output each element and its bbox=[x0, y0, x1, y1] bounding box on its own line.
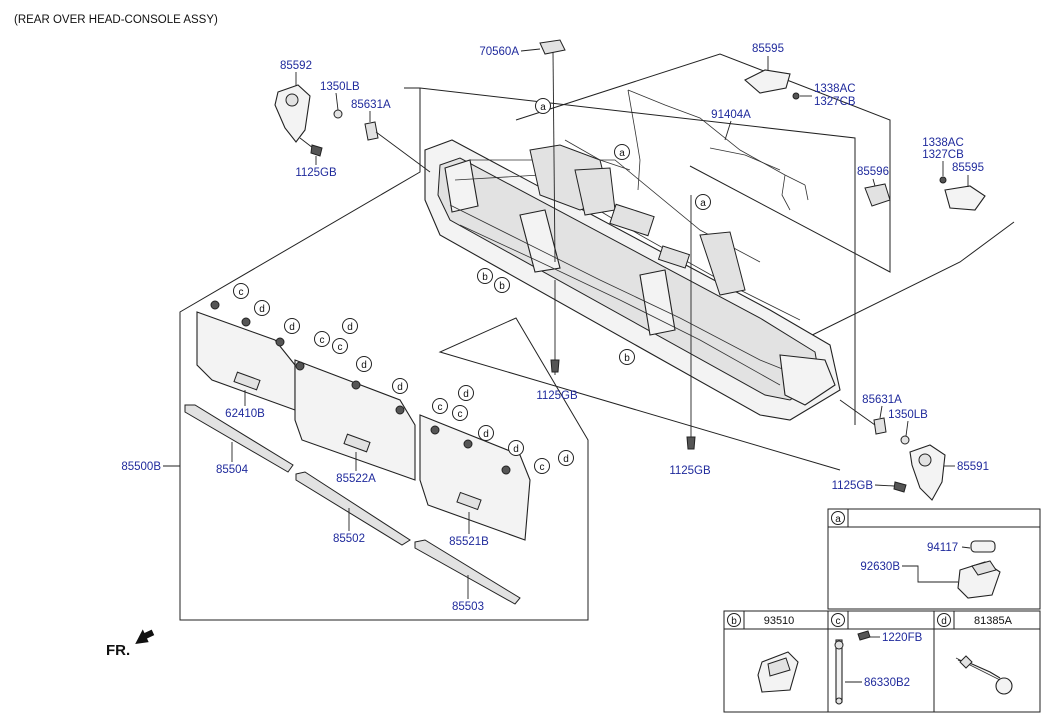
svg-text:c: c bbox=[540, 462, 545, 473]
panels-drawing bbox=[184, 300, 531, 605]
svg-text:c: c bbox=[438, 402, 443, 413]
svg-text:d: d bbox=[397, 382, 403, 393]
svg-text:c: c bbox=[239, 287, 244, 298]
label-92630B: 92630B bbox=[860, 561, 900, 573]
label-70560A: 70560A bbox=[479, 46, 519, 58]
svg-text:c: c bbox=[458, 409, 463, 420]
label-85595-right: 85595 bbox=[952, 162, 984, 174]
callout-d-7: d bbox=[478, 425, 494, 441]
label-1338AC-top: 1338AC bbox=[814, 83, 856, 95]
detail-box-c: c 1220FB 86330B2 bbox=[827, 610, 935, 713]
label-1338AC-right: 1338AC bbox=[922, 137, 964, 149]
label-81385A: 81385A bbox=[974, 615, 1013, 627]
svg-text:c: c bbox=[320, 335, 325, 346]
svg-text:c: c bbox=[836, 616, 841, 627]
label-94117: 94117 bbox=[927, 542, 958, 554]
detail-box-b: b 93510 bbox=[723, 610, 829, 713]
label-62410B: 62410B bbox=[225, 408, 265, 420]
bolt-1125GB-low-drawing bbox=[686, 195, 696, 450]
diagram-title: (REAR OVER HEAD-CONSOLE ASSY) bbox=[14, 14, 218, 26]
svg-text:a: a bbox=[835, 514, 841, 525]
svg-text:d: d bbox=[483, 429, 489, 440]
bracket-85592-drawing bbox=[274, 84, 431, 173]
label-1350LB-low: 1350LB bbox=[888, 409, 928, 421]
label-1125GB-low: 1125GB bbox=[669, 465, 711, 477]
label-91404A: 91404A bbox=[711, 109, 751, 121]
label-85522A: 85522A bbox=[336, 473, 376, 485]
svg-text:d: d bbox=[463, 389, 469, 400]
svg-text:c: c bbox=[338, 342, 343, 353]
svg-text:b: b bbox=[624, 353, 630, 364]
front-label: FR. bbox=[106, 642, 130, 659]
label-1327CB-top: 1327CB bbox=[814, 96, 856, 108]
detail-box-a: a 94117 92630B bbox=[827, 508, 1041, 610]
callout-d-5: d bbox=[392, 378, 408, 394]
callout-d-6: d bbox=[458, 385, 474, 401]
svg-text:d: d bbox=[259, 304, 265, 315]
label-85631A-low: 85631A bbox=[862, 394, 902, 406]
callout-c-5: c bbox=[452, 405, 468, 421]
console-frame-drawing bbox=[179, 53, 1015, 621]
callout-b-2: b bbox=[494, 277, 510, 293]
lamp-85595-top-drawing bbox=[744, 69, 812, 100]
svg-text:d: d bbox=[513, 444, 519, 455]
callout-c-2: c bbox=[314, 331, 330, 347]
label-86330B2: 86330B2 bbox=[864, 677, 910, 689]
rod-70560A-drawing bbox=[539, 39, 566, 375]
svg-text:a: a bbox=[540, 102, 546, 113]
label-1327CB-right: 1327CB bbox=[922, 149, 964, 161]
label-85596: 85596 bbox=[857, 166, 889, 178]
part-labels: 70560A 85595 1338AC 1327CB 85592 1350LB … bbox=[121, 43, 989, 613]
wiring-harness-drawing bbox=[564, 89, 809, 211]
label-85631A-top: 85631A bbox=[351, 99, 391, 111]
callout-c-1: c bbox=[233, 283, 249, 299]
svg-text:b: b bbox=[499, 281, 505, 292]
label-85591: 85591 bbox=[957, 461, 989, 473]
svg-text:d: d bbox=[563, 454, 569, 465]
callout-c-3: c bbox=[332, 338, 348, 354]
svg-text:d: d bbox=[361, 360, 367, 371]
label-93510: 93510 bbox=[764, 615, 795, 627]
svg-text:a: a bbox=[619, 148, 625, 159]
svg-text:b: b bbox=[482, 272, 488, 283]
callout-bubbles: a a a b b b c d d d c c d d d c c d d c … bbox=[233, 98, 711, 474]
callout-c-6: c bbox=[534, 458, 550, 474]
detail-box-d: d 81385A bbox=[933, 610, 1041, 713]
callout-a-1: a bbox=[535, 98, 551, 114]
label-1125GB-bottomright: 1125GB bbox=[832, 480, 874, 492]
callout-a-2: a bbox=[614, 144, 630, 160]
callout-b-3: b bbox=[619, 349, 635, 365]
callout-a-3: a bbox=[695, 194, 711, 210]
svg-text:d: d bbox=[941, 616, 947, 627]
callout-d-9: d bbox=[558, 450, 574, 466]
callout-d-4: d bbox=[356, 356, 372, 372]
callout-d-8: d bbox=[508, 440, 524, 456]
label-85500B: 85500B bbox=[121, 461, 161, 473]
callout-d-3: d bbox=[342, 318, 358, 334]
label-85521B: 85521B bbox=[449, 536, 489, 548]
callout-d-1: d bbox=[254, 300, 270, 316]
svg-text:a: a bbox=[700, 198, 706, 209]
callout-b-1: b bbox=[477, 268, 493, 284]
label-1125GB-mid: 1125GB bbox=[536, 390, 578, 402]
label-85502: 85502 bbox=[333, 533, 365, 545]
label-1350LB-top: 1350LB bbox=[320, 81, 360, 93]
label-85503: 85503 bbox=[452, 601, 484, 613]
label-85592: 85592 bbox=[280, 60, 312, 72]
label-85595-top: 85595 bbox=[752, 43, 784, 55]
label-1125GB-topleft: 1125GB bbox=[295, 167, 337, 179]
svg-text:b: b bbox=[731, 616, 737, 627]
front-direction-marker: FR. bbox=[106, 629, 155, 659]
label-85504: 85504 bbox=[216, 464, 249, 476]
callout-d-2: d bbox=[284, 318, 300, 334]
lamp-85595-right-drawing bbox=[864, 176, 986, 211]
svg-text:d: d bbox=[347, 322, 353, 333]
label-1220FB: 1220FB bbox=[882, 632, 923, 644]
svg-text:d: d bbox=[289, 322, 295, 333]
bracket-85591-drawing bbox=[839, 399, 946, 501]
callout-c-4: c bbox=[432, 398, 448, 414]
